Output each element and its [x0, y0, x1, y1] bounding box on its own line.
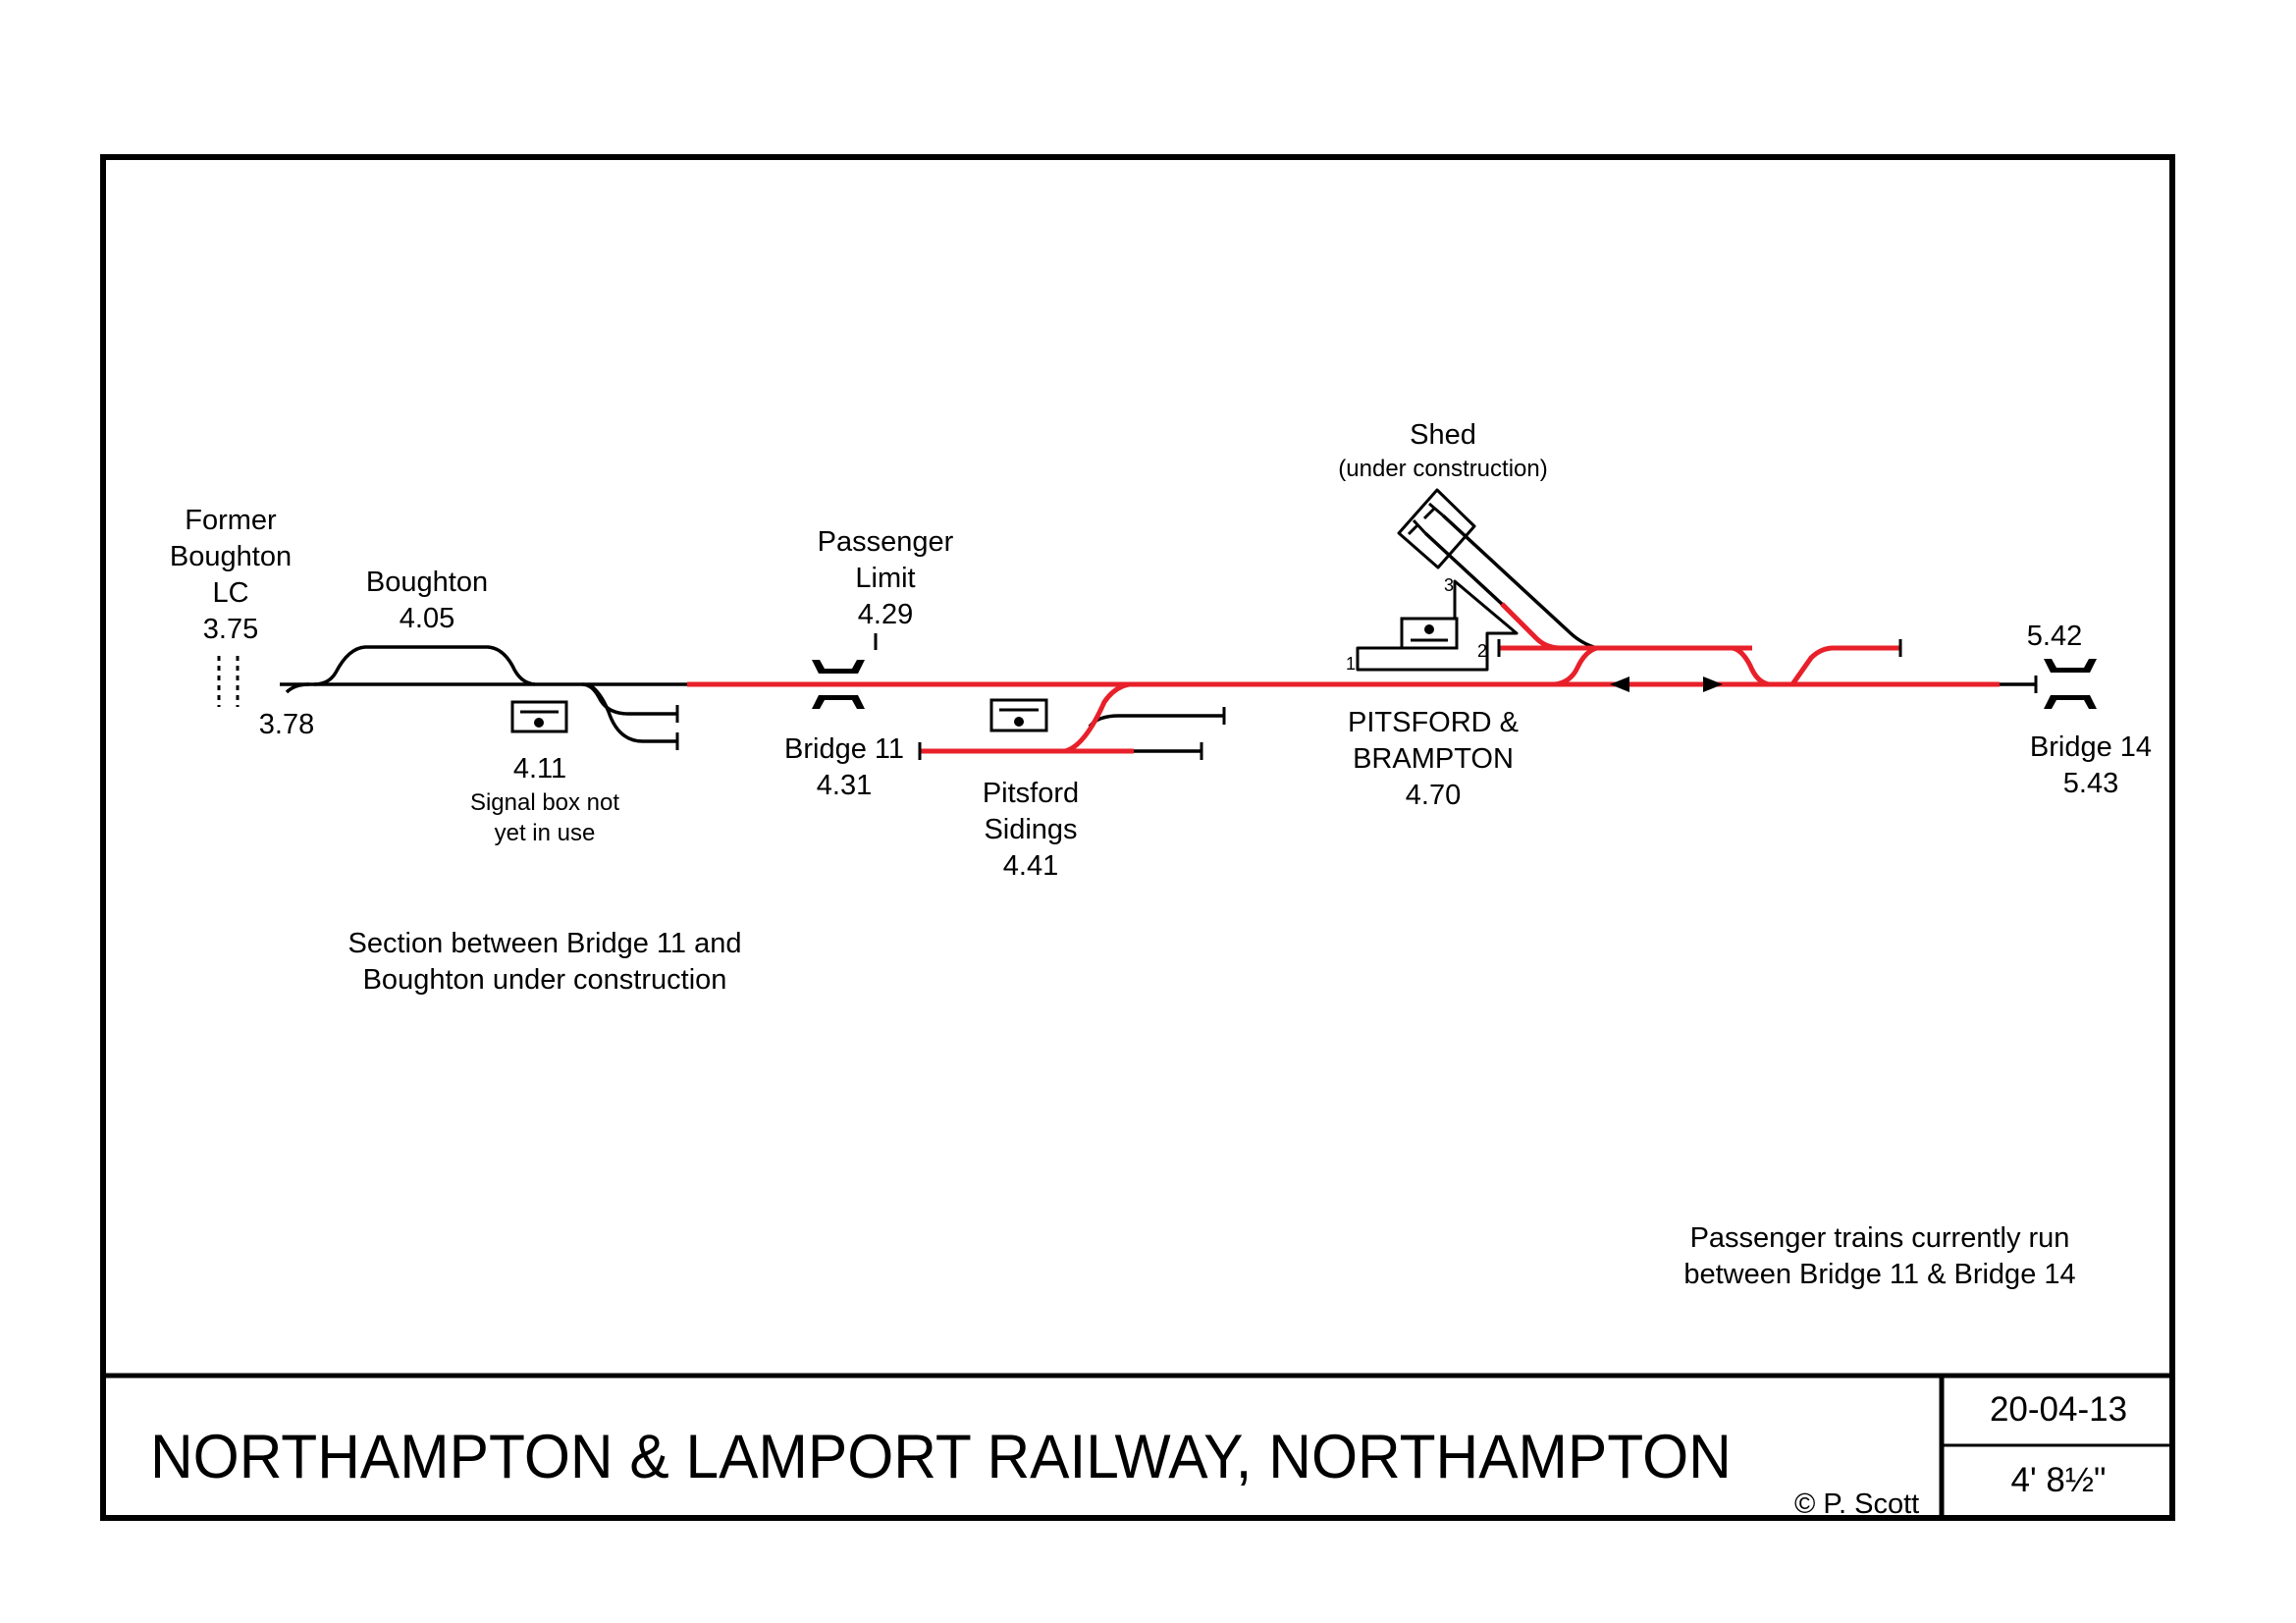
line-start-mileage-value: 3.78 — [258, 709, 315, 740]
passenger-limit-mileage: 4.29 — [857, 599, 914, 631]
boughton-signal-box-mileage: 4.11 — [501, 751, 579, 787]
lc-line-1: Former — [185, 505, 277, 536]
boughton-siding-lower — [587, 682, 677, 743]
direction-arrow-icon — [1703, 676, 1723, 692]
line-end-mileage: 5.42 — [2015, 619, 2094, 655]
bridge-14-label: Bridge 14 5.43 — [2012, 730, 2169, 802]
passenger-running-line-1: Passenger trains currently run — [1689, 1222, 2070, 1254]
boughton-signal-box-mileage-value: 4.11 — [512, 753, 567, 784]
loop-exit — [1732, 645, 1770, 687]
signal-box-icon — [1400, 617, 1459, 650]
line-start-mileage: 3.78 — [247, 707, 326, 743]
signal-box-icon — [989, 698, 1048, 732]
level-crossing-icon — [217, 656, 240, 707]
signal-box-icon — [510, 700, 568, 733]
bridge-11-label: Bridge 11 4.31 — [766, 731, 923, 804]
pitsford-brampton-label: PITSFORD & BRAMPTON 4.70 — [1315, 705, 1551, 814]
pitsford-siding-upper — [1088, 714, 1224, 729]
boughton-loop — [313, 645, 536, 686]
drawing-title: NORTHAMPTON & LAMPORT RAILWAY, NORTHAMPT… — [150, 1423, 1732, 1491]
drawing-frame — [100, 154, 2175, 1521]
station-crossover — [1554, 645, 1598, 687]
line-start-hook — [285, 682, 310, 694]
platform-1-number: 1 — [1341, 653, 1361, 676]
pitsford-brampton-line-1: PITSFORD & — [1347, 707, 1519, 738]
bridge-icon — [812, 660, 865, 709]
boughton-label: Boughton 4.05 — [348, 565, 506, 637]
pitsford-sidings-line-2: Sidings — [984, 814, 1078, 846]
signal-box-note: Signal box not yet in use — [432, 788, 658, 848]
bridge-11-name: Bridge 11 — [784, 733, 904, 765]
shed-label: Shed — [1364, 417, 1522, 454]
signal-box-note-line-2: yet in use — [494, 819, 596, 846]
track-gauge: 4' 8½" — [2010, 1461, 2107, 1499]
platform-3-number: 3 — [1439, 574, 1459, 597]
construction-note: Section between Bridge 11 and Boughton u… — [324, 926, 766, 999]
copyright-notice: © P. Scott — [1794, 1488, 1920, 1520]
bridge-icon — [2044, 659, 2097, 709]
pitsford-brampton-line-2: BRAMPTON — [1353, 743, 1514, 776]
shed-status: (under construction) — [1338, 456, 1548, 482]
bridge-11-mileage: 4.31 — [816, 770, 873, 802]
former-boughton-lc-label: Former Boughton LC 3.75 — [167, 503, 294, 648]
shed-road-red — [1500, 602, 1562, 651]
buffer-stop-icon — [675, 633, 2038, 760]
pitsford-sidings-mileage: 4.41 — [1002, 850, 1059, 883]
run-round-siding — [1789, 645, 1900, 686]
lc-line-2: Boughton — [169, 541, 293, 573]
shed-building — [1397, 488, 1476, 569]
platform-2-number: 2 — [1472, 640, 1492, 663]
shed-status-label: (under construction) — [1306, 455, 1580, 485]
pitsford-sidings-line-1: Pitsford — [982, 778, 1080, 809]
drawing-date: 20-04-13 — [1989, 1390, 2128, 1429]
platform-3-value: 3 — [1443, 575, 1454, 595]
boughton-mileage: 4.05 — [399, 603, 455, 635]
shed-name: Shed — [1410, 419, 1476, 451]
signal-box-note-line-1: Signal box not — [469, 789, 620, 816]
boughton-name: Boughton — [365, 567, 489, 598]
lc-line-3: LC — [212, 577, 249, 610]
pitsford-sidings-label: Pitsford Sidings 4.41 — [957, 776, 1104, 885]
platform-2-value: 2 — [1476, 641, 1487, 661]
passenger-limit-line-1: Passenger — [817, 526, 954, 558]
passenger-limit-line-2: Limit — [855, 563, 916, 595]
boughton-siding-upper — [581, 682, 677, 716]
passenger-limit-label: Passenger Limit 4.29 — [797, 524, 974, 633]
passenger-running-note: Passenger trains currently run between B… — [1649, 1220, 2110, 1293]
bridge-14-mileage: 5.43 — [2062, 768, 2119, 800]
line-end-mileage-value: 5.42 — [2026, 621, 2083, 652]
bridge-14-name: Bridge 14 — [2029, 731, 2153, 763]
construction-note-line-1: Section between Bridge 11 and — [347, 928, 742, 959]
construction-note-line-2: Boughton under construction — [362, 964, 727, 997]
platform-1-value: 1 — [1345, 654, 1356, 674]
direction-arrow-icon — [1610, 676, 1629, 692]
pitsford-siding-connection — [1064, 681, 1130, 754]
passenger-running-line-2: between Bridge 11 & Bridge 14 — [1683, 1259, 2076, 1291]
shed-road-inner — [1423, 531, 1506, 608]
pitsford-brampton-mileage: 4.70 — [1405, 780, 1462, 812]
lc-mileage: 3.75 — [202, 614, 259, 646]
